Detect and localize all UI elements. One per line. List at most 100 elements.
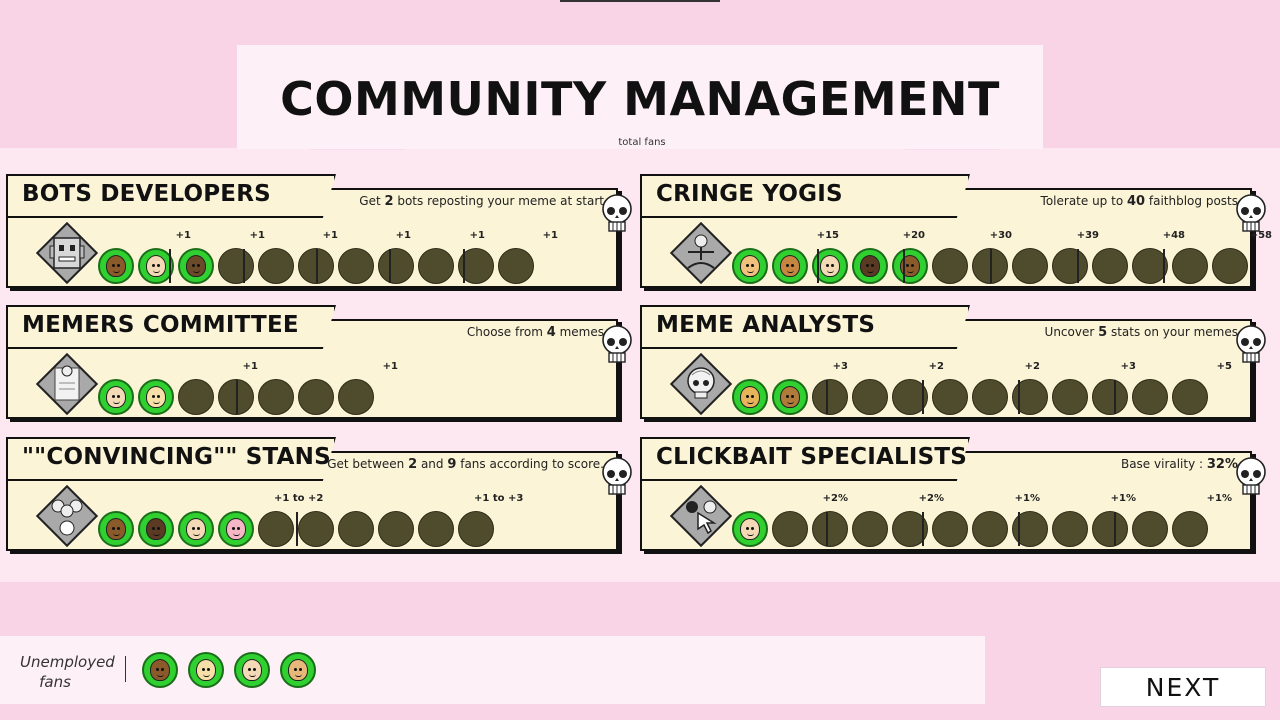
empty-slot[interactable] <box>418 248 454 284</box>
tier-separator <box>990 249 992 283</box>
description-text: Get between <box>327 457 409 471</box>
empty-slot[interactable] <box>1212 248 1248 284</box>
empty-slot[interactable] <box>1012 248 1048 284</box>
assigned-fan[interactable] <box>178 248 214 284</box>
description-text: Tolerate up to <box>1040 194 1127 208</box>
job-icon-badge <box>35 484 99 548</box>
empty-slot[interactable] <box>458 511 494 547</box>
tier-separator <box>463 249 465 283</box>
description-text: Get <box>359 194 385 208</box>
empty-slot[interactable] <box>1132 248 1168 284</box>
brain-skull-icon <box>680 363 722 405</box>
assigned-fan[interactable] <box>892 248 928 284</box>
empty-slot[interactable] <box>812 379 848 415</box>
empty-slot[interactable] <box>1132 511 1168 547</box>
empty-slot[interactable] <box>1052 511 1088 547</box>
fan-face-icon <box>242 659 262 681</box>
empty-slot[interactable] <box>418 511 454 547</box>
empty-slot[interactable] <box>298 511 334 547</box>
assigned-fan[interactable] <box>98 379 134 415</box>
assigned-fan[interactable] <box>732 379 768 415</box>
description-text: memes <box>555 325 604 339</box>
empty-slot[interactable] <box>812 511 848 547</box>
empty-slot[interactable] <box>258 248 294 284</box>
bonus-label: +2 <box>1024 361 1040 372</box>
empty-slot[interactable] <box>338 511 374 547</box>
empty-slot[interactable] <box>1092 379 1128 415</box>
fan-face-icon <box>740 255 760 277</box>
tier-separator <box>1018 380 1020 414</box>
empty-slot[interactable] <box>1132 379 1168 415</box>
unemployed-label-line1: Unemployed <box>20 653 115 671</box>
empty-slot[interactable] <box>258 511 294 547</box>
fan-face-icon <box>740 518 760 540</box>
bonus-label: +2% <box>822 493 848 504</box>
bonus-label: +20 <box>902 230 925 241</box>
description-value: 5 <box>1098 325 1108 340</box>
fan-face-icon <box>106 386 126 408</box>
unemployed-fan[interactable] <box>280 652 316 688</box>
assigned-fan[interactable] <box>772 248 808 284</box>
assigned-fan[interactable] <box>852 248 888 284</box>
assigned-fan[interactable] <box>732 511 768 547</box>
empty-slot[interactable] <box>378 248 414 284</box>
panel-title: MEME ANALYSTS <box>656 312 876 338</box>
next-button[interactable]: NEXT <box>1100 667 1266 707</box>
assigned-fan[interactable] <box>178 511 214 547</box>
panel-header <box>6 305 336 349</box>
description-value: 40 <box>1126 194 1146 209</box>
assigned-fan[interactable] <box>772 379 808 415</box>
assigned-fan[interactable] <box>138 379 174 415</box>
empty-slot[interactable] <box>972 511 1008 547</box>
empty-slot[interactable] <box>258 379 294 415</box>
assigned-fan[interactable] <box>98 248 134 284</box>
empty-slot[interactable] <box>932 248 968 284</box>
unemployed-fan[interactable] <box>234 652 270 688</box>
empty-slot[interactable] <box>932 379 968 415</box>
empty-slot[interactable] <box>1052 248 1088 284</box>
yoga-skeleton-icon <box>680 232 722 274</box>
panel-description: Uncover 5 stats on your memes <box>1045 325 1238 340</box>
description-text: Choose from <box>466 325 547 339</box>
click-hand-icon <box>680 495 722 537</box>
empty-slot[interactable] <box>498 248 534 284</box>
unemployed-fan[interactable] <box>188 652 224 688</box>
empty-slot[interactable] <box>298 379 334 415</box>
empty-slot[interactable] <box>1172 511 1208 547</box>
fan-face-icon <box>288 659 308 681</box>
unemployed-fan[interactable] <box>142 652 178 688</box>
empty-slot[interactable] <box>772 511 808 547</box>
empty-slot[interactable] <box>852 511 888 547</box>
assigned-fan[interactable] <box>138 248 174 284</box>
empty-slot[interactable] <box>218 248 254 284</box>
empty-slot[interactable] <box>852 379 888 415</box>
empty-slot[interactable] <box>1172 248 1208 284</box>
fan-face-icon <box>900 255 920 277</box>
empty-slot[interactable] <box>1092 511 1128 547</box>
empty-slot[interactable] <box>932 511 968 547</box>
assigned-fan[interactable] <box>138 511 174 547</box>
empty-slot[interactable] <box>178 379 214 415</box>
fan-face-icon <box>106 255 126 277</box>
empty-slot[interactable] <box>972 379 1008 415</box>
empty-slot[interactable] <box>378 511 414 547</box>
bonus-label: +3 <box>832 361 848 372</box>
assigned-fan[interactable] <box>732 248 768 284</box>
empty-slot[interactable] <box>338 379 374 415</box>
fan-face-icon <box>780 255 800 277</box>
unemployed-label-line2: fans <box>39 673 71 691</box>
tier-separator <box>922 380 924 414</box>
fan-face-icon <box>150 659 170 681</box>
tier-separator <box>1114 380 1116 414</box>
empty-slot[interactable] <box>338 248 374 284</box>
tier-separator <box>236 380 238 414</box>
empty-slot[interactable] <box>1092 248 1128 284</box>
empty-slot[interactable] <box>1052 379 1088 415</box>
assigned-fan[interactable] <box>218 511 254 547</box>
tier-separator <box>817 249 819 283</box>
empty-slot[interactable] <box>1172 379 1208 415</box>
fan-face-icon <box>860 255 880 277</box>
assigned-fan[interactable] <box>98 511 134 547</box>
skull-icon <box>1232 455 1270 499</box>
